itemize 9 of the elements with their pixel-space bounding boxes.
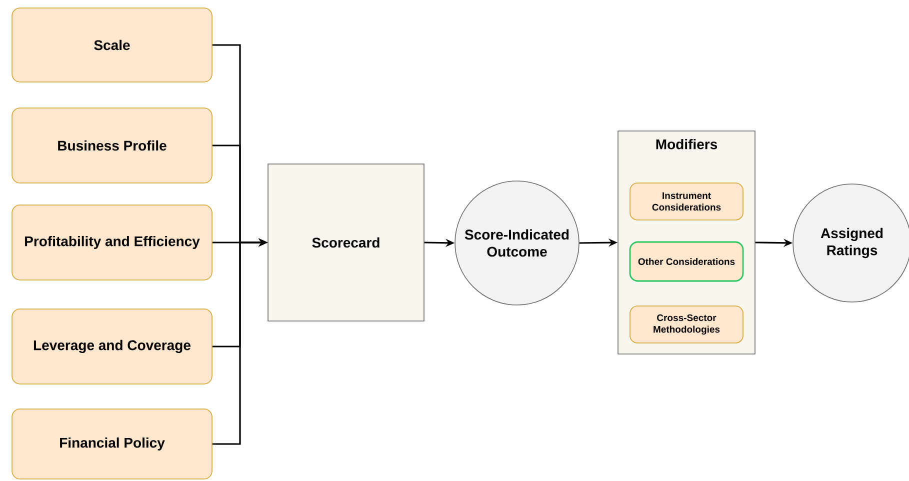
factor-box: Profitability and Efficiency: [12, 204, 212, 280]
factor-box: Leverage and Coverage: [12, 308, 212, 384]
modifier-box: Other Considerations: [629, 241, 744, 282]
modifier-box: Cross-Sector Methodologies: [630, 306, 744, 344]
scorecard-box: Scorecard: [268, 164, 424, 322]
modifier-box: Instrument Considerations: [630, 182, 744, 220]
factor-box: Scale: [12, 8, 212, 82]
factor-box: Financial Policy: [12, 408, 212, 480]
factor-box: Business Profile: [12, 108, 212, 184]
